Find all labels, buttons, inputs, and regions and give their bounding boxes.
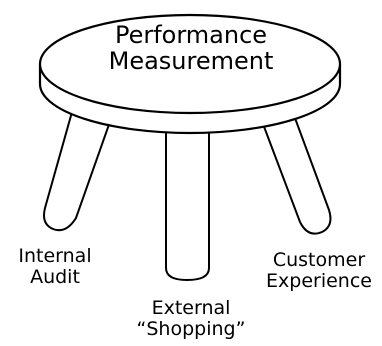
- leg-label-external-shopping: External “Shopping”: [124, 297, 258, 341]
- leg-label-line2: “Shopping”: [136, 318, 246, 341]
- leg-label-line2: Experience: [266, 270, 372, 293]
- seat-label: Performance Measurement: [66, 22, 316, 75]
- seat-label-line1: Performance: [114, 21, 268, 49]
- leg-label-line2: Audit: [30, 266, 80, 289]
- leg-label-line1: External: [151, 297, 231, 319]
- leg-label-line1: Customer: [272, 249, 366, 271]
- leg-label-internal-audit: Internal Audit: [0, 245, 110, 289]
- leg-label-line1: Internal: [18, 245, 92, 267]
- left-leg: [43, 111, 113, 232]
- right-leg: [259, 109, 332, 235]
- center-leg: [165, 124, 210, 282]
- seat-label-line2: Measurement: [108, 47, 274, 76]
- leg-label-customer-experience: Customer Experience: [256, 249, 382, 293]
- seat-top: [38, 13, 342, 115]
